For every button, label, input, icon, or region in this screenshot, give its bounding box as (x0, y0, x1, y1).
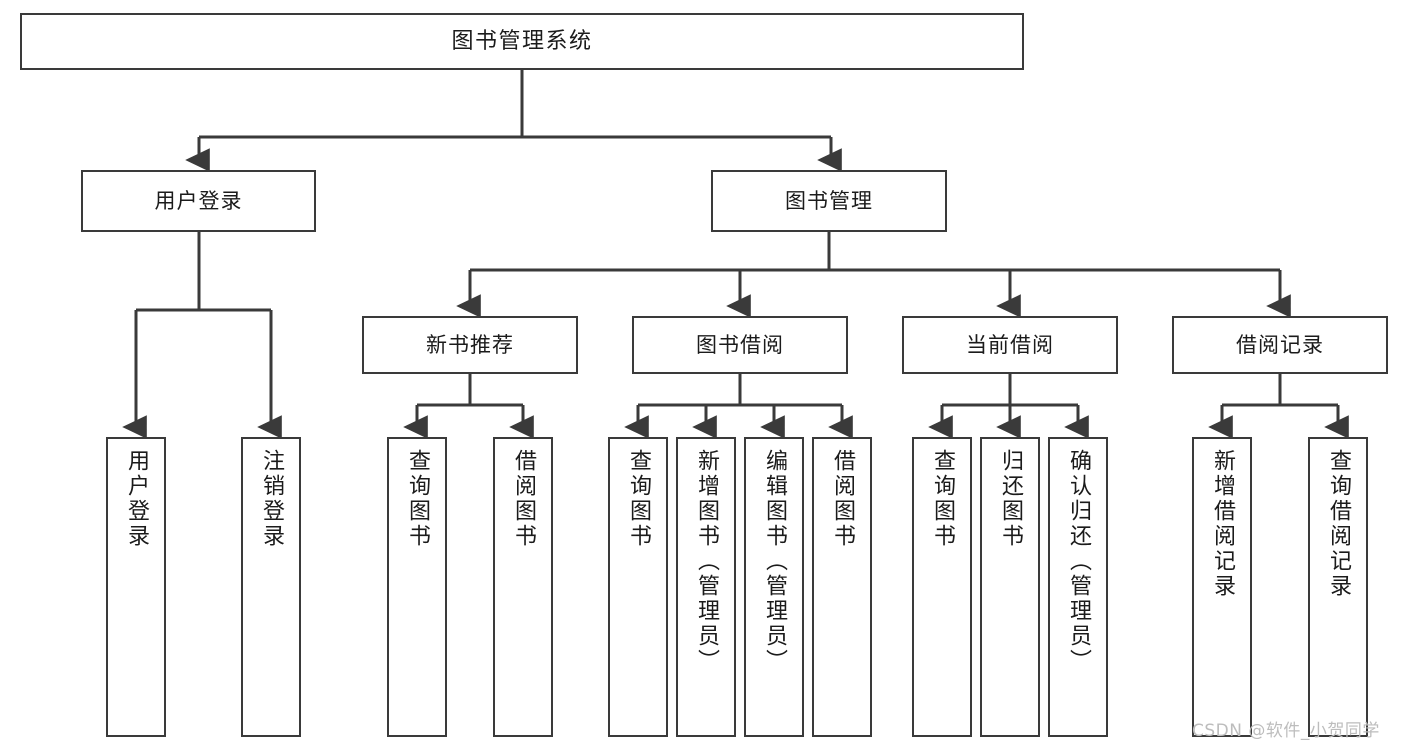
node-label: 借阅图书 (511, 449, 536, 549)
node-leaf-user-login[interactable]: 用户登录 (106, 437, 166, 737)
node-leaf-add-borrow-record[interactable]: 新增借阅记录 (1192, 437, 1252, 737)
node-book-management[interactable]: 图书管理 (711, 170, 947, 232)
node-label: 确认归还（管理员） (1066, 449, 1091, 674)
node-book-borrow[interactable]: 图书借阅 (632, 316, 848, 374)
node-leaf-add-book-admin[interactable]: 新增图书（管理员） (676, 437, 736, 737)
watermark-text: CSDN @软件_小贺同学 (1192, 721, 1380, 741)
node-label: 查询图书 (930, 449, 955, 549)
node-leaf-return-book[interactable]: 归还图书 (980, 437, 1040, 737)
node-user-login[interactable]: 用户登录 (81, 170, 316, 232)
node-label: 新增图书（管理员） (694, 449, 719, 674)
node-label: 图书管理 (785, 188, 873, 213)
node-root-book-management-system[interactable]: 图书管理系统 (20, 13, 1024, 70)
node-label: 新增借阅记录 (1210, 449, 1235, 599)
node-label: 图书借阅 (696, 332, 784, 357)
node-label: 查询图书 (405, 449, 430, 549)
node-leaf-query-book-borrow[interactable]: 查询图书 (608, 437, 668, 737)
node-label: 用户登录 (154, 188, 243, 213)
node-leaf-edit-book-admin[interactable]: 编辑图书（管理员） (744, 437, 804, 737)
node-leaf-query-book-new-recommend[interactable]: 查询图书 (387, 437, 447, 737)
node-label: 新书推荐 (426, 332, 514, 357)
node-current-borrow[interactable]: 当前借阅 (902, 316, 1118, 374)
node-label: 借阅记录 (1236, 332, 1324, 357)
node-label: 归还图书 (998, 449, 1023, 549)
node-label: 当前借阅 (966, 332, 1054, 357)
node-label: 查询借阅记录 (1326, 449, 1351, 599)
node-leaf-borrow-book-borrow[interactable]: 借阅图书 (812, 437, 872, 737)
node-new-book-recommend[interactable]: 新书推荐 (362, 316, 578, 374)
node-label: 注销登录 (259, 449, 284, 549)
node-leaf-logout-login[interactable]: 注销登录 (241, 437, 301, 737)
node-label: 编辑图书（管理员） (762, 449, 787, 674)
node-leaf-query-borrow-record[interactable]: 查询借阅记录 (1308, 437, 1368, 737)
node-leaf-borrow-book-new-recommend[interactable]: 借阅图书 (493, 437, 553, 737)
node-label: 查询图书 (626, 449, 651, 549)
node-label: 用户登录 (124, 449, 149, 549)
node-label: 图书管理系统 (451, 28, 593, 54)
node-borrow-record[interactable]: 借阅记录 (1172, 316, 1388, 374)
node-label: 借阅图书 (830, 449, 855, 549)
node-leaf-confirm-return-admin[interactable]: 确认归还（管理员） (1048, 437, 1108, 737)
node-leaf-query-book-current[interactable]: 查询图书 (912, 437, 972, 737)
